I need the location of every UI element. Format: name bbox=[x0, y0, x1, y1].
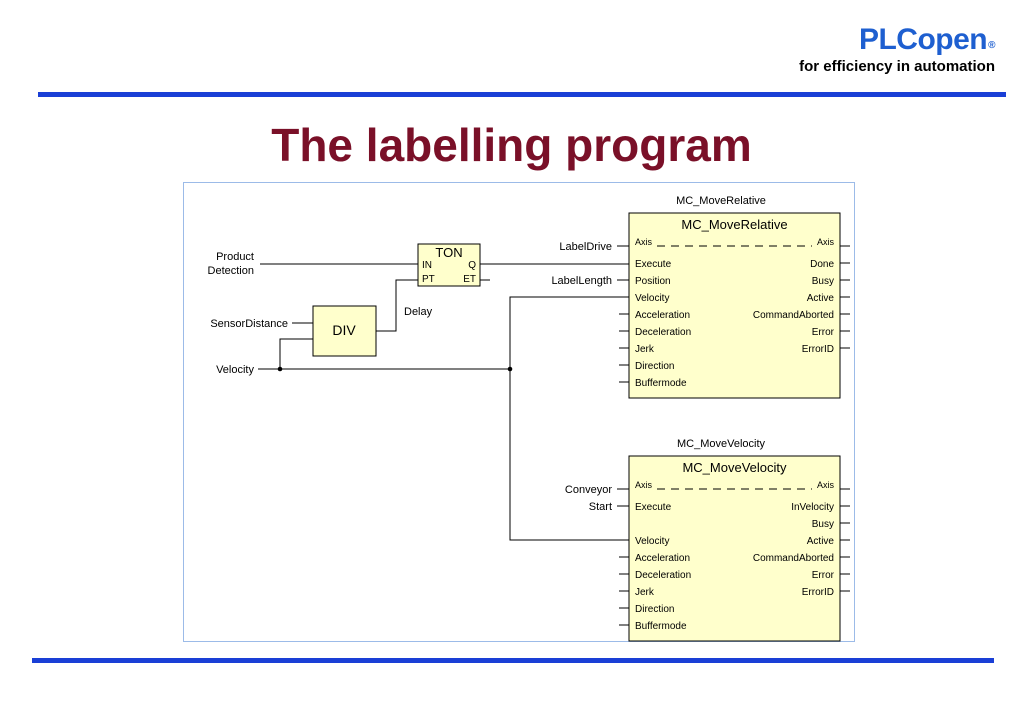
label-product-detection-1: Product bbox=[216, 251, 254, 263]
mc-velocity-pin-in-3: Acceleration bbox=[635, 553, 690, 564]
mc-velocity-pin-out-4: Error bbox=[812, 570, 835, 581]
mc-relative-pin-out-1: Busy bbox=[812, 276, 834, 287]
mc-velocity-pin-out-2: Active bbox=[807, 536, 835, 547]
label-label-length: LabelLength bbox=[551, 275, 612, 287]
ton-pin-q: Q bbox=[468, 260, 476, 271]
ton-block-label: TON bbox=[435, 245, 462, 260]
ton-pin-pt: PT bbox=[422, 274, 435, 285]
mc-relative-pin-in-3: Acceleration bbox=[635, 310, 690, 321]
wire-velocity-to-velocity bbox=[509, 369, 629, 541]
mc-relative-pin-out-5: ErrorID bbox=[802, 344, 834, 355]
mc-velocity-pin-out-1: Busy bbox=[812, 519, 834, 530]
mc-velocity-pin-out-3: CommandAborted bbox=[753, 553, 834, 564]
mc-velocity-pin-in-6: Direction bbox=[635, 604, 674, 615]
slide-title: The labelling program bbox=[271, 119, 752, 171]
label-conveyor: Conveyor bbox=[565, 484, 612, 496]
mc-velocity-pin-axis-in: Axis bbox=[635, 480, 653, 490]
label-sensor-distance: SensorDistance bbox=[210, 318, 288, 330]
logo-brand-text: PLCopen bbox=[858, 23, 988, 56]
label-label-drive: LabelDrive bbox=[559, 241, 612, 253]
bottom-divider bbox=[32, 658, 994, 663]
mc-velocity-pin-in-5: Jerk bbox=[635, 587, 655, 598]
mc-relative-pin-in-6: Direction bbox=[635, 361, 674, 372]
label-start: Start bbox=[589, 501, 612, 513]
label-product-detection-2: Detection bbox=[208, 265, 254, 277]
mc-velocity-pin-in-0: Execute bbox=[635, 502, 672, 513]
div-block-label: DIV bbox=[332, 322, 356, 338]
ton-pin-in: IN bbox=[422, 260, 432, 271]
mc-relative-pin-out-2: Active bbox=[807, 293, 835, 304]
label-delay: Delay bbox=[404, 306, 433, 318]
mc-velocity-body bbox=[628, 455, 841, 642]
mc-relative-body bbox=[628, 212, 841, 399]
mc-relative-pin-axis-out: Axis bbox=[817, 237, 835, 247]
div-block bbox=[312, 305, 377, 357]
diagram-frame: Product Detection SensorDistance Velocit… bbox=[183, 182, 855, 642]
logo-brand: PLCopen® bbox=[799, 23, 996, 56]
mc-relative-pin-in-4: Deceleration bbox=[635, 327, 691, 338]
mc-velocity-pin-out-5: ErrorID bbox=[802, 587, 834, 598]
mc-relative-pin-out-3: CommandAborted bbox=[753, 310, 834, 321]
mc-velocity-instance: MC_MoveVelocity bbox=[677, 438, 766, 450]
plcopen-logo: PLCopen® for efficiency in automation bbox=[799, 24, 995, 76]
top-divider bbox=[38, 92, 1006, 97]
mc-relative-pin-in-2: Velocity bbox=[635, 293, 669, 304]
mc-relative-pin-out-0: Done bbox=[810, 259, 834, 270]
mc-velocity-pin-in-7: Buffermode bbox=[635, 621, 687, 632]
mc-relative-pin-in-7: Buffermode bbox=[635, 378, 687, 389]
function-block-diagram: Product Detection SensorDistance Velocit… bbox=[208, 195, 850, 642]
mc-relative-instance: MC_MoveRelative bbox=[676, 195, 766, 207]
registered-mark: ® bbox=[988, 40, 995, 51]
wire-velocity-to-relative bbox=[509, 296, 629, 369]
mc-relative-pin-in-0: Execute bbox=[635, 259, 672, 270]
mc-relative-pin-in-5: Jerk bbox=[635, 344, 655, 355]
mc-velocity-pin-axis-out: Axis bbox=[817, 480, 835, 490]
mc-relative-pin-out-4: Error bbox=[812, 327, 835, 338]
mc-relative-pin-in-1: Position bbox=[635, 276, 671, 287]
mc-velocity-pin-out-0: InVelocity bbox=[791, 502, 834, 513]
mc-velocity-pin-in-2: Velocity bbox=[635, 536, 669, 547]
mc-velocity-pin-in-4: Deceleration bbox=[635, 570, 691, 581]
mc-relative-pin-axis-in: Axis bbox=[635, 237, 653, 247]
mc-velocity-type-label: MC_MoveVelocity bbox=[682, 460, 787, 475]
wire-div-to-ton-pt bbox=[376, 279, 418, 332]
ton-pin-et: ET bbox=[463, 274, 476, 285]
mc-relative-type-label: MC_MoveRelative bbox=[681, 217, 787, 232]
ton-block bbox=[417, 243, 481, 287]
logo-tagline: for efficiency in automation bbox=[799, 58, 995, 75]
label-velocity: Velocity bbox=[216, 364, 254, 376]
wire-velocity-to-div bbox=[279, 338, 313, 369]
